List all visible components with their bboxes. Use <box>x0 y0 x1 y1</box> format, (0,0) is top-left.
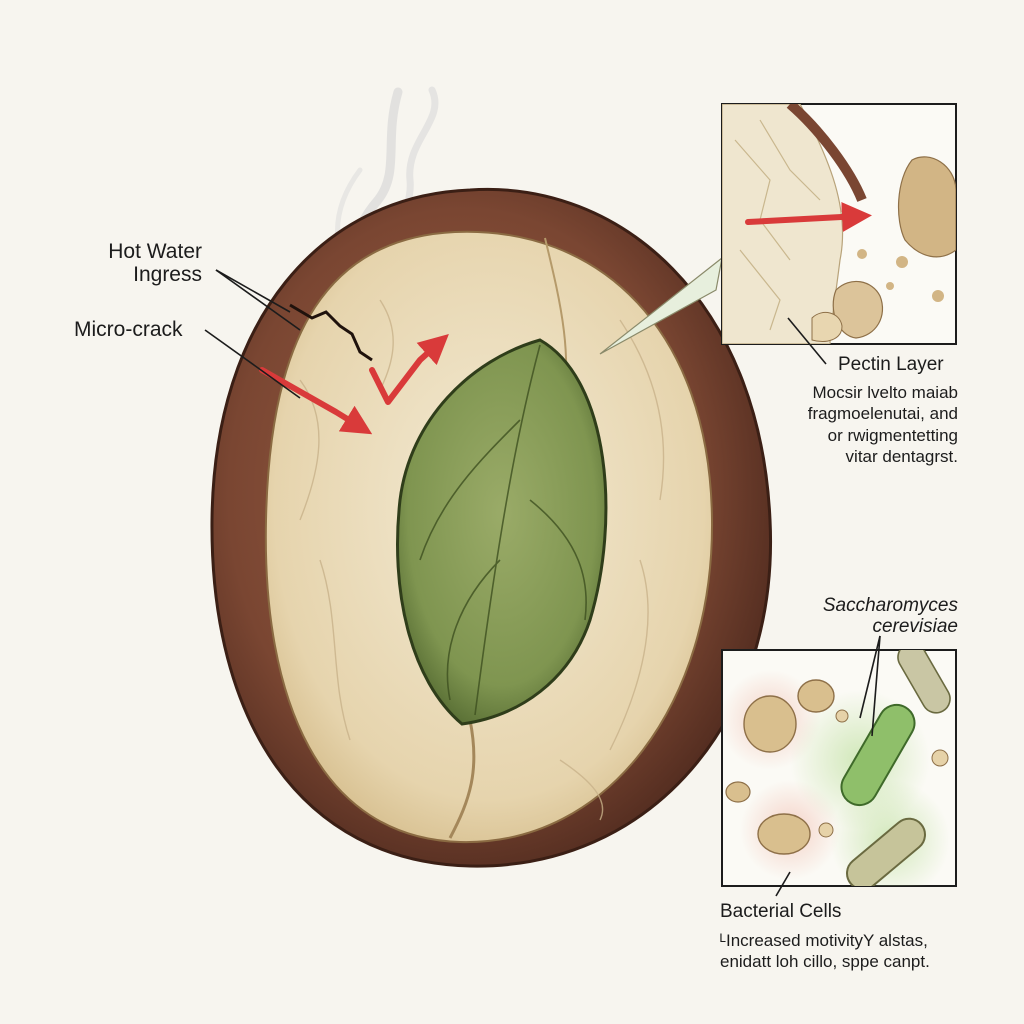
callout-wedge <box>599 256 723 355</box>
bacteria-desc-line2: enidatt loh cillo, sppe canpt. <box>720 952 930 972</box>
pectin-inset <box>721 103 957 365</box>
pectin-desc-line1: Mocsir lvelto maiab <box>812 383 959 402</box>
pectin-layer-title: Pectin Layer <box>838 354 944 375</box>
hot-water-line1: Hot Water <box>108 240 202 263</box>
bacteria-desc-line1: ᴸIncreased motivityY alstas, <box>720 931 928 950</box>
bacterial-cells-title: Bacterial Cells <box>720 901 842 922</box>
yeast-line2: cerevisiae <box>872 615 958 637</box>
pectin-desc-line4: vitar dentagrst. <box>845 446 958 466</box>
pectin-layer-description: Mocsir lvelto maiab fragmoelenutai, and … <box>740 382 958 467</box>
bacterial-cells-description: ᴸIncreased motivityY alstas, enidatt loh… <box>720 930 990 973</box>
hot-water-line2: Ingress <box>133 263 202 287</box>
pectin-desc-line3: or rwigmentetting <box>827 425 958 445</box>
leader-lines <box>204 269 301 399</box>
pectin-desc-line2: fragmoelenutai, and <box>807 404 958 424</box>
hot-water-label: Hot Water Ingress <box>92 240 202 286</box>
micro-crack-label: Micro-crack <box>74 318 183 341</box>
yeast-line1: Saccharomyces <box>822 595 958 616</box>
microbe-inset <box>721 635 957 897</box>
red-arrow-icon <box>259 333 449 435</box>
yeast-label: Saccharomyces cerevisiae <box>780 595 958 638</box>
micro-crack <box>289 303 373 362</box>
